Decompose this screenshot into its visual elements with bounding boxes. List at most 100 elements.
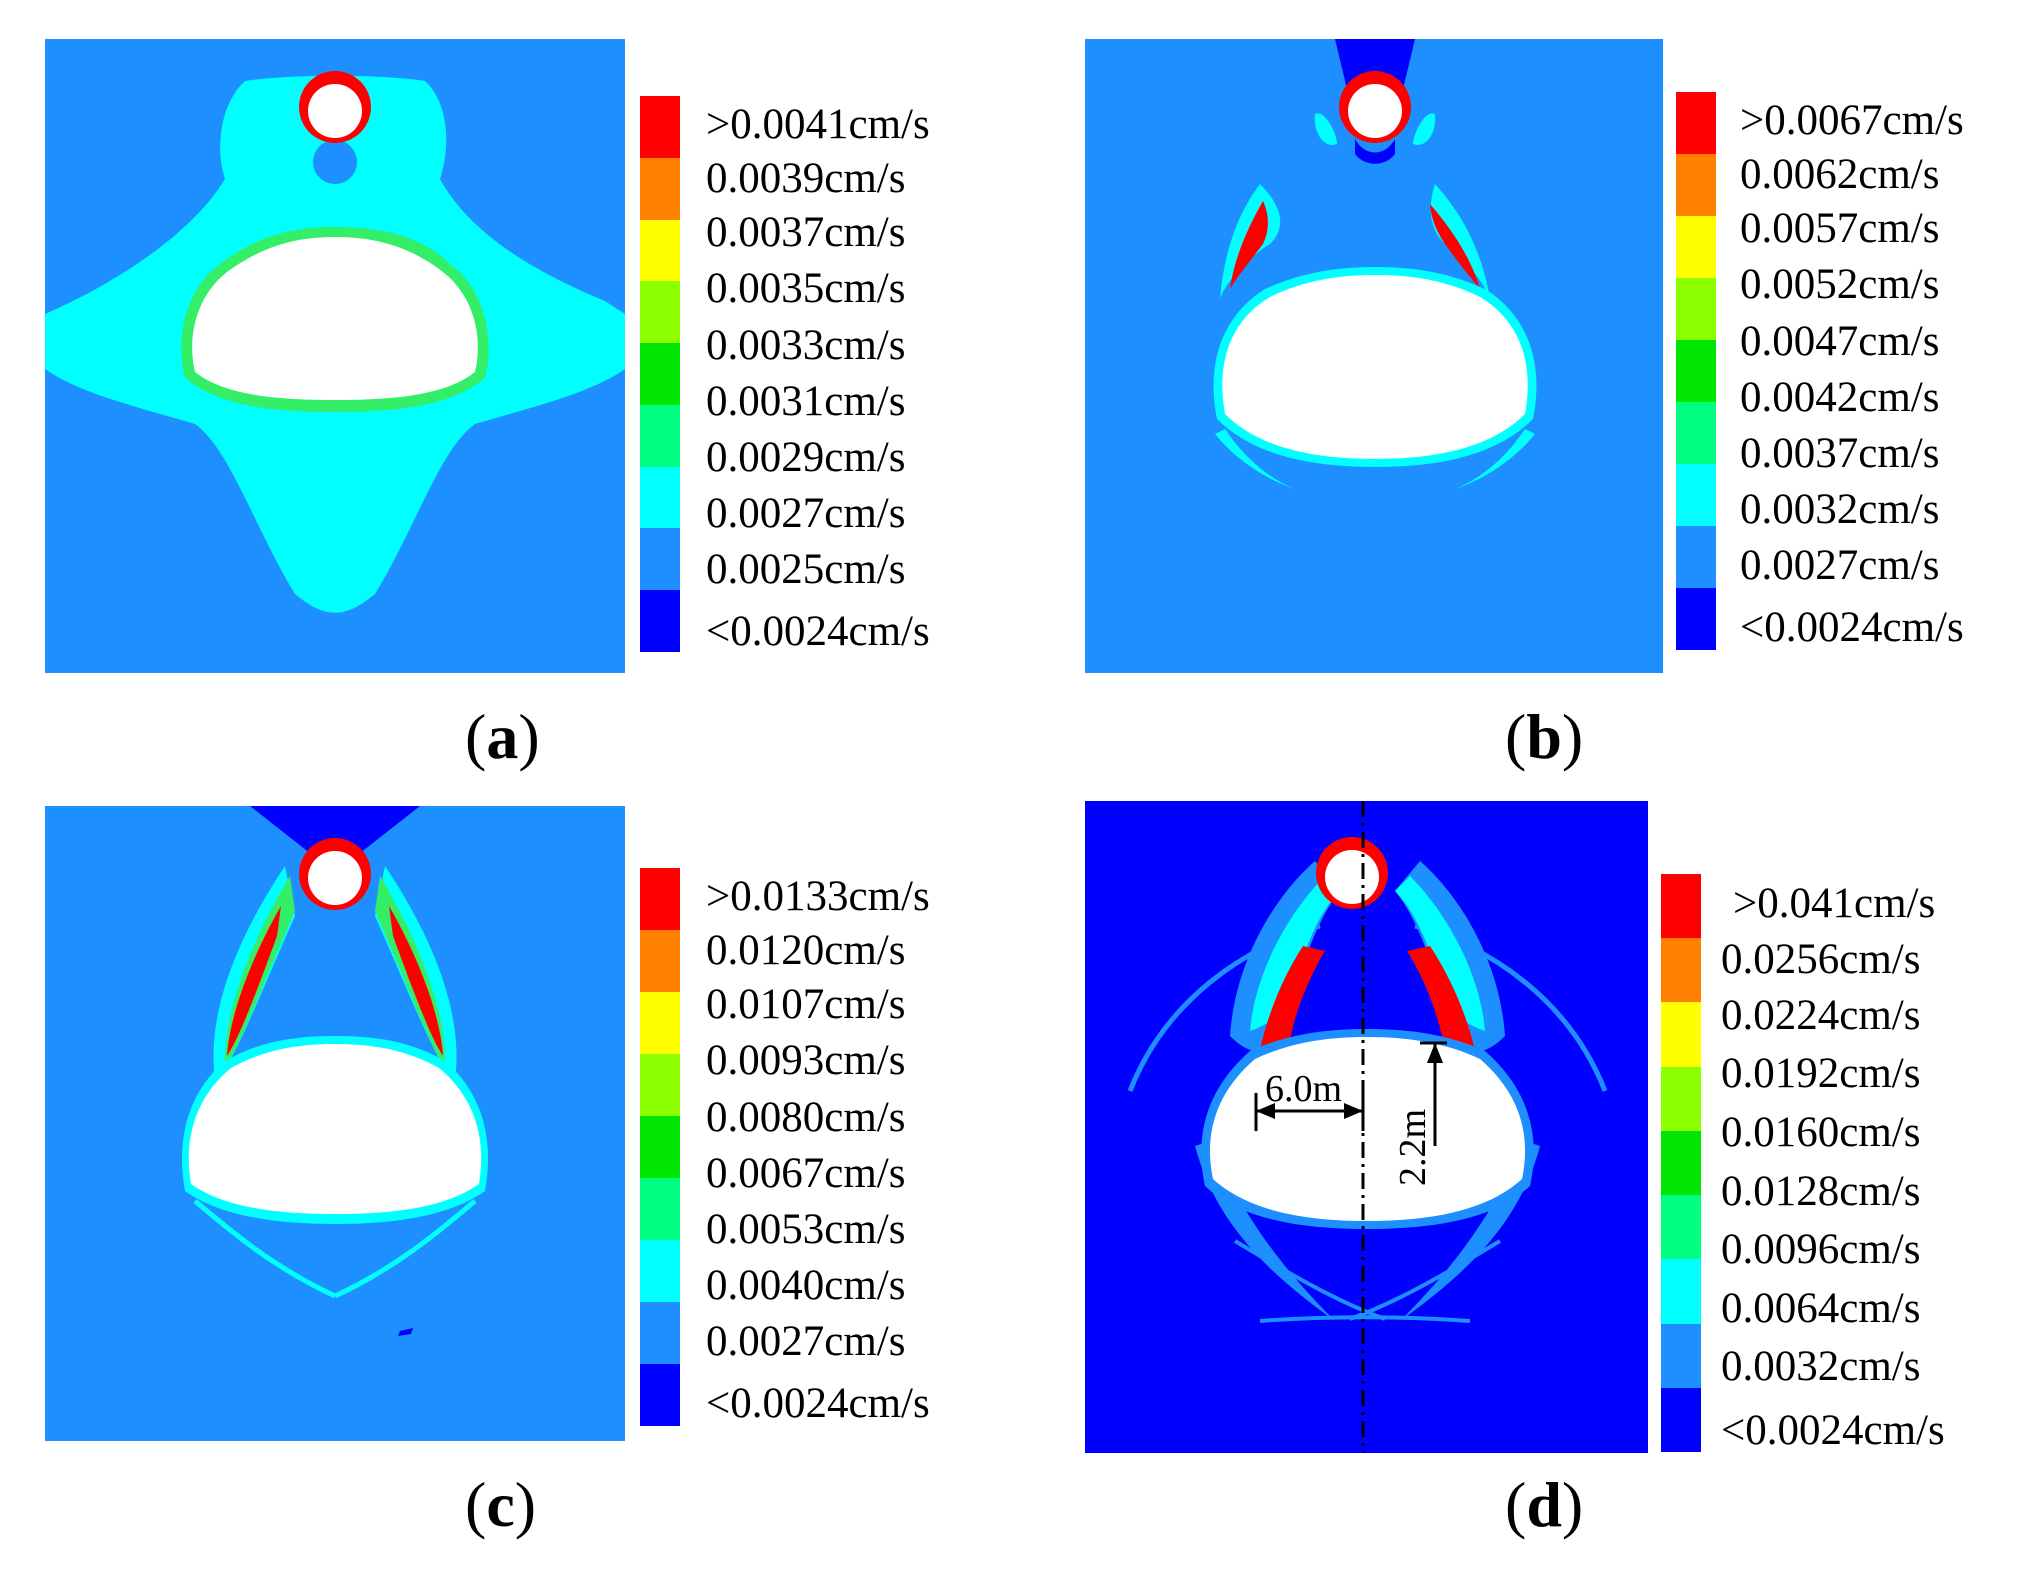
legend-d-label-4: 0.0160cm/s [1721, 1109, 1921, 1156]
plot-d-bottom-blades [1259, 1315, 1471, 1323]
color-bar-a-swatch [640, 528, 680, 590]
color-bar-a-swatch [640, 590, 680, 652]
caption-a-letter: a [486, 701, 519, 772]
caption-c: (c) [465, 1469, 537, 1540]
legend-c-label-5: 0.0067cm/s [706, 1150, 906, 1197]
plot-d-right-cyan-band [1395, 876, 1485, 1031]
legend-a-label-1: 0.0039cm/s [706, 155, 906, 202]
plot-c-left-streak-red [227, 906, 281, 1056]
color-bar-d-swatch [1661, 938, 1701, 1002]
plot-b-dark-spot [1355, 139, 1395, 164]
contour-plot-b [1085, 39, 1663, 673]
color-bar-a [640, 96, 680, 652]
plot-c-small-opening [308, 851, 362, 905]
legend-c-label-7: 0.0040cm/s [706, 1262, 906, 1309]
color-bar-d [1661, 874, 1701, 1452]
color-bar-c [640, 868, 680, 1426]
legend-c-label-3: 0.0093cm/s [706, 1037, 906, 1084]
legend-a-label-8: 0.0025cm/s [706, 546, 906, 593]
legend-c-label-4: 0.0080cm/s [706, 1094, 906, 1141]
legend-d-label-7: 0.0064cm/s [1721, 1285, 1921, 1332]
color-bar-a-swatch [640, 96, 680, 158]
color-bar-d-swatch [1661, 1002, 1701, 1067]
plot-c-lower-right-wing [333, 1199, 477, 1299]
legend-b-label-5: 0.0042cm/s [1740, 374, 1940, 421]
legend-b-label-2: 0.0057cm/s [1740, 205, 1940, 252]
legend-a-label-6: 0.0029cm/s [706, 434, 906, 481]
legend-d-label-8: 0.0032cm/s [1721, 1343, 1921, 1390]
color-bar-d-swatch [1661, 1324, 1701, 1388]
color-bar-d-swatch [1661, 1067, 1701, 1131]
color-bar-c-swatch [640, 1302, 680, 1364]
legend-a-label-0: >0.0041cm/s [706, 101, 930, 148]
plot-d-dim-h-arrow-right [1344, 1103, 1363, 1119]
color-bar-c-swatch [640, 1116, 680, 1178]
plot-b-left-flank [1314, 113, 1337, 145]
color-bar-b-swatch [1676, 402, 1716, 464]
plot-d-left-cyan-band [1250, 876, 1340, 1031]
legend-b-label-0: >0.0067cm/s [1740, 97, 1964, 144]
plot-b-lower-right-wing [1455, 429, 1535, 489]
color-bar-d-swatch [1661, 1195, 1701, 1259]
color-bar-b [1676, 92, 1716, 650]
legend-b-label-1: 0.0062cm/s [1740, 151, 1940, 198]
color-bar-b-swatch [1676, 278, 1716, 340]
legend-d-label-0: >0.041cm/s [1733, 880, 1936, 927]
legend-a-label-4: 0.0033cm/s [706, 322, 906, 369]
color-bar-d-swatch [1661, 874, 1701, 938]
caption-c-letter: c [486, 1469, 515, 1540]
plot-d-bottom-cross-right [1349, 1239, 1502, 1321]
legend-a-label-2: 0.0037cm/s [706, 209, 906, 256]
color-bar-c-swatch [640, 1364, 680, 1426]
color-bar-c-swatch [640, 1054, 680, 1116]
color-bar-a-swatch [640, 343, 680, 405]
color-bar-b-swatch [1676, 340, 1716, 402]
color-bar-c-swatch [640, 1240, 680, 1302]
plot-c-right-streak-red [389, 906, 443, 1056]
color-bar-b-swatch [1676, 464, 1716, 526]
legend-a-label-7: 0.0027cm/s [706, 490, 906, 537]
color-bar-a-swatch [640, 281, 680, 343]
contour-plot-c [45, 806, 625, 1441]
plot-d-dim-h-label: 6.0m [1265, 1068, 1342, 1110]
plot-b-small-opening [1348, 84, 1402, 138]
plot-d-dim-v-label: 2.2m [1392, 1109, 1434, 1186]
legend-d-label-1: 0.0256cm/s [1721, 936, 1921, 983]
plot-c-small-speck [398, 1328, 413, 1336]
plot-a-large-opening [192, 237, 478, 400]
legend-d-label-6: 0.0096cm/s [1721, 1226, 1921, 1273]
color-bar-d-swatch [1661, 1131, 1701, 1195]
legend-d-label-3: 0.0192cm/s [1721, 1050, 1921, 1097]
plot-d-dim-h-arrow-left [1256, 1103, 1275, 1119]
caption-a: (a) [465, 701, 540, 772]
legend-c-label-6: 0.0053cm/s [706, 1206, 906, 1253]
legend-a-label-9: <0.0024cm/s [706, 608, 930, 655]
plot-b-right-streak-outer [1430, 184, 1490, 299]
color-bar-c-swatch [640, 992, 680, 1054]
legend-c-label-8: 0.0027cm/s [706, 1318, 906, 1365]
caption-b-letter: b [1526, 701, 1562, 772]
color-bar-b-swatch [1676, 526, 1716, 588]
plot-b-left-streak-red [1230, 201, 1268, 289]
plot-a-small-opening [308, 84, 362, 138]
plot-c-lower-left-wing [193, 1199, 337, 1299]
plot-d-large-opening [1209, 1037, 1526, 1221]
legend-b-label-7: 0.0032cm/s [1740, 486, 1940, 533]
plot-b-right-flank [1413, 113, 1436, 145]
legend-c-label-9: <0.0024cm/s [706, 1380, 930, 1427]
color-bar-a-swatch [640, 467, 680, 528]
plot-a-small-blue-spot [313, 140, 357, 184]
legend-d-label-2: 0.0224cm/s [1721, 992, 1921, 1039]
color-bar-a-swatch [640, 405, 680, 467]
legend-c-label-2: 0.0107cm/s [706, 981, 906, 1028]
color-bar-d-swatch [1661, 1259, 1701, 1324]
caption-b: (b) [1505, 701, 1584, 772]
legend-b-label-3: 0.0052cm/s [1740, 261, 1940, 308]
color-bar-b-swatch [1676, 588, 1716, 650]
caption-d-letter: d [1526, 1469, 1562, 1540]
color-bar-a-swatch [640, 158, 680, 220]
legend-a-label-3: 0.0035cm/s [706, 265, 906, 312]
legend-b-label-4: 0.0047cm/s [1740, 318, 1940, 365]
color-bar-c-swatch [640, 1178, 680, 1240]
legend-a-label-5: 0.0031cm/s [706, 378, 906, 425]
